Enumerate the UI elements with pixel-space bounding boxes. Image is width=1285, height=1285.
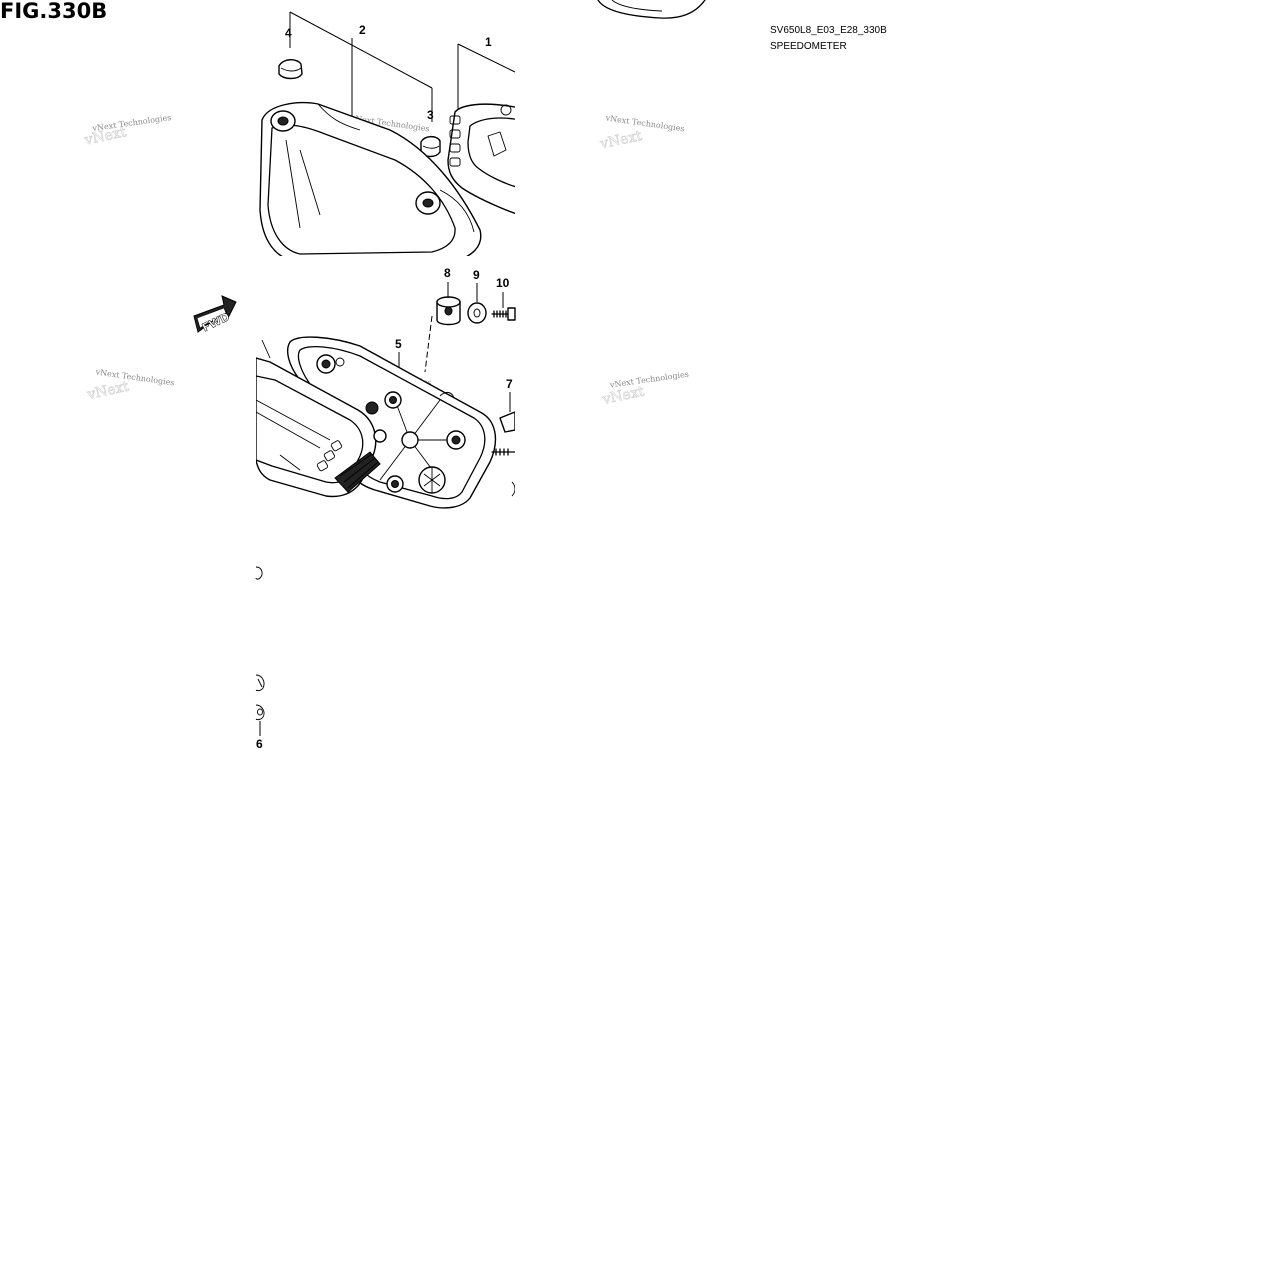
callout-6: 6: [256, 737, 263, 751]
callout-1: 1: [485, 35, 492, 49]
fwd-arrow-icon: FWD: [193, 295, 237, 335]
callout-8: 8: [444, 266, 451, 280]
svg-text:vNext: vNext: [85, 379, 131, 404]
callout-5: 5: [395, 337, 402, 351]
watermark-6: vNext Technologies: [608, 370, 689, 390]
figure-title: FIG.330B: [0, 0, 107, 23]
callout-labels: 1 2 3 4 5 6 7 8 9 10: [256, 23, 513, 751]
partial-view-edge: [597, 0, 706, 19]
part-10-screw: [491, 292, 516, 321]
part-4-cap: [278, 59, 303, 80]
callout-4: 4: [285, 26, 292, 40]
callout-3: 3: [427, 108, 434, 122]
part-2-meter-cover: [259, 101, 482, 256]
leader-lines-top: [289, 11, 516, 122]
callout-7: 7: [506, 377, 513, 391]
part-1-frame: [447, 103, 515, 215]
svg-text:vNext: vNext: [598, 128, 644, 153]
part-8-grommet: [436, 282, 461, 326]
watermark-1: vNext Technologies: [91, 113, 172, 133]
callout-2: 2: [359, 23, 366, 37]
model-code: SV650L8_E03_E28_330B: [770, 25, 887, 36]
watermark-3: vNext Technologies: [604, 113, 685, 133]
callout-10: 10: [496, 276, 510, 290]
part-5-meter-case: [256, 336, 515, 509]
part-9-washer: [467, 283, 487, 324]
part-6-small-parts: [255, 566, 265, 736]
section-name: SPEEDOMETER: [770, 41, 847, 52]
callout-9: 9: [473, 268, 480, 282]
